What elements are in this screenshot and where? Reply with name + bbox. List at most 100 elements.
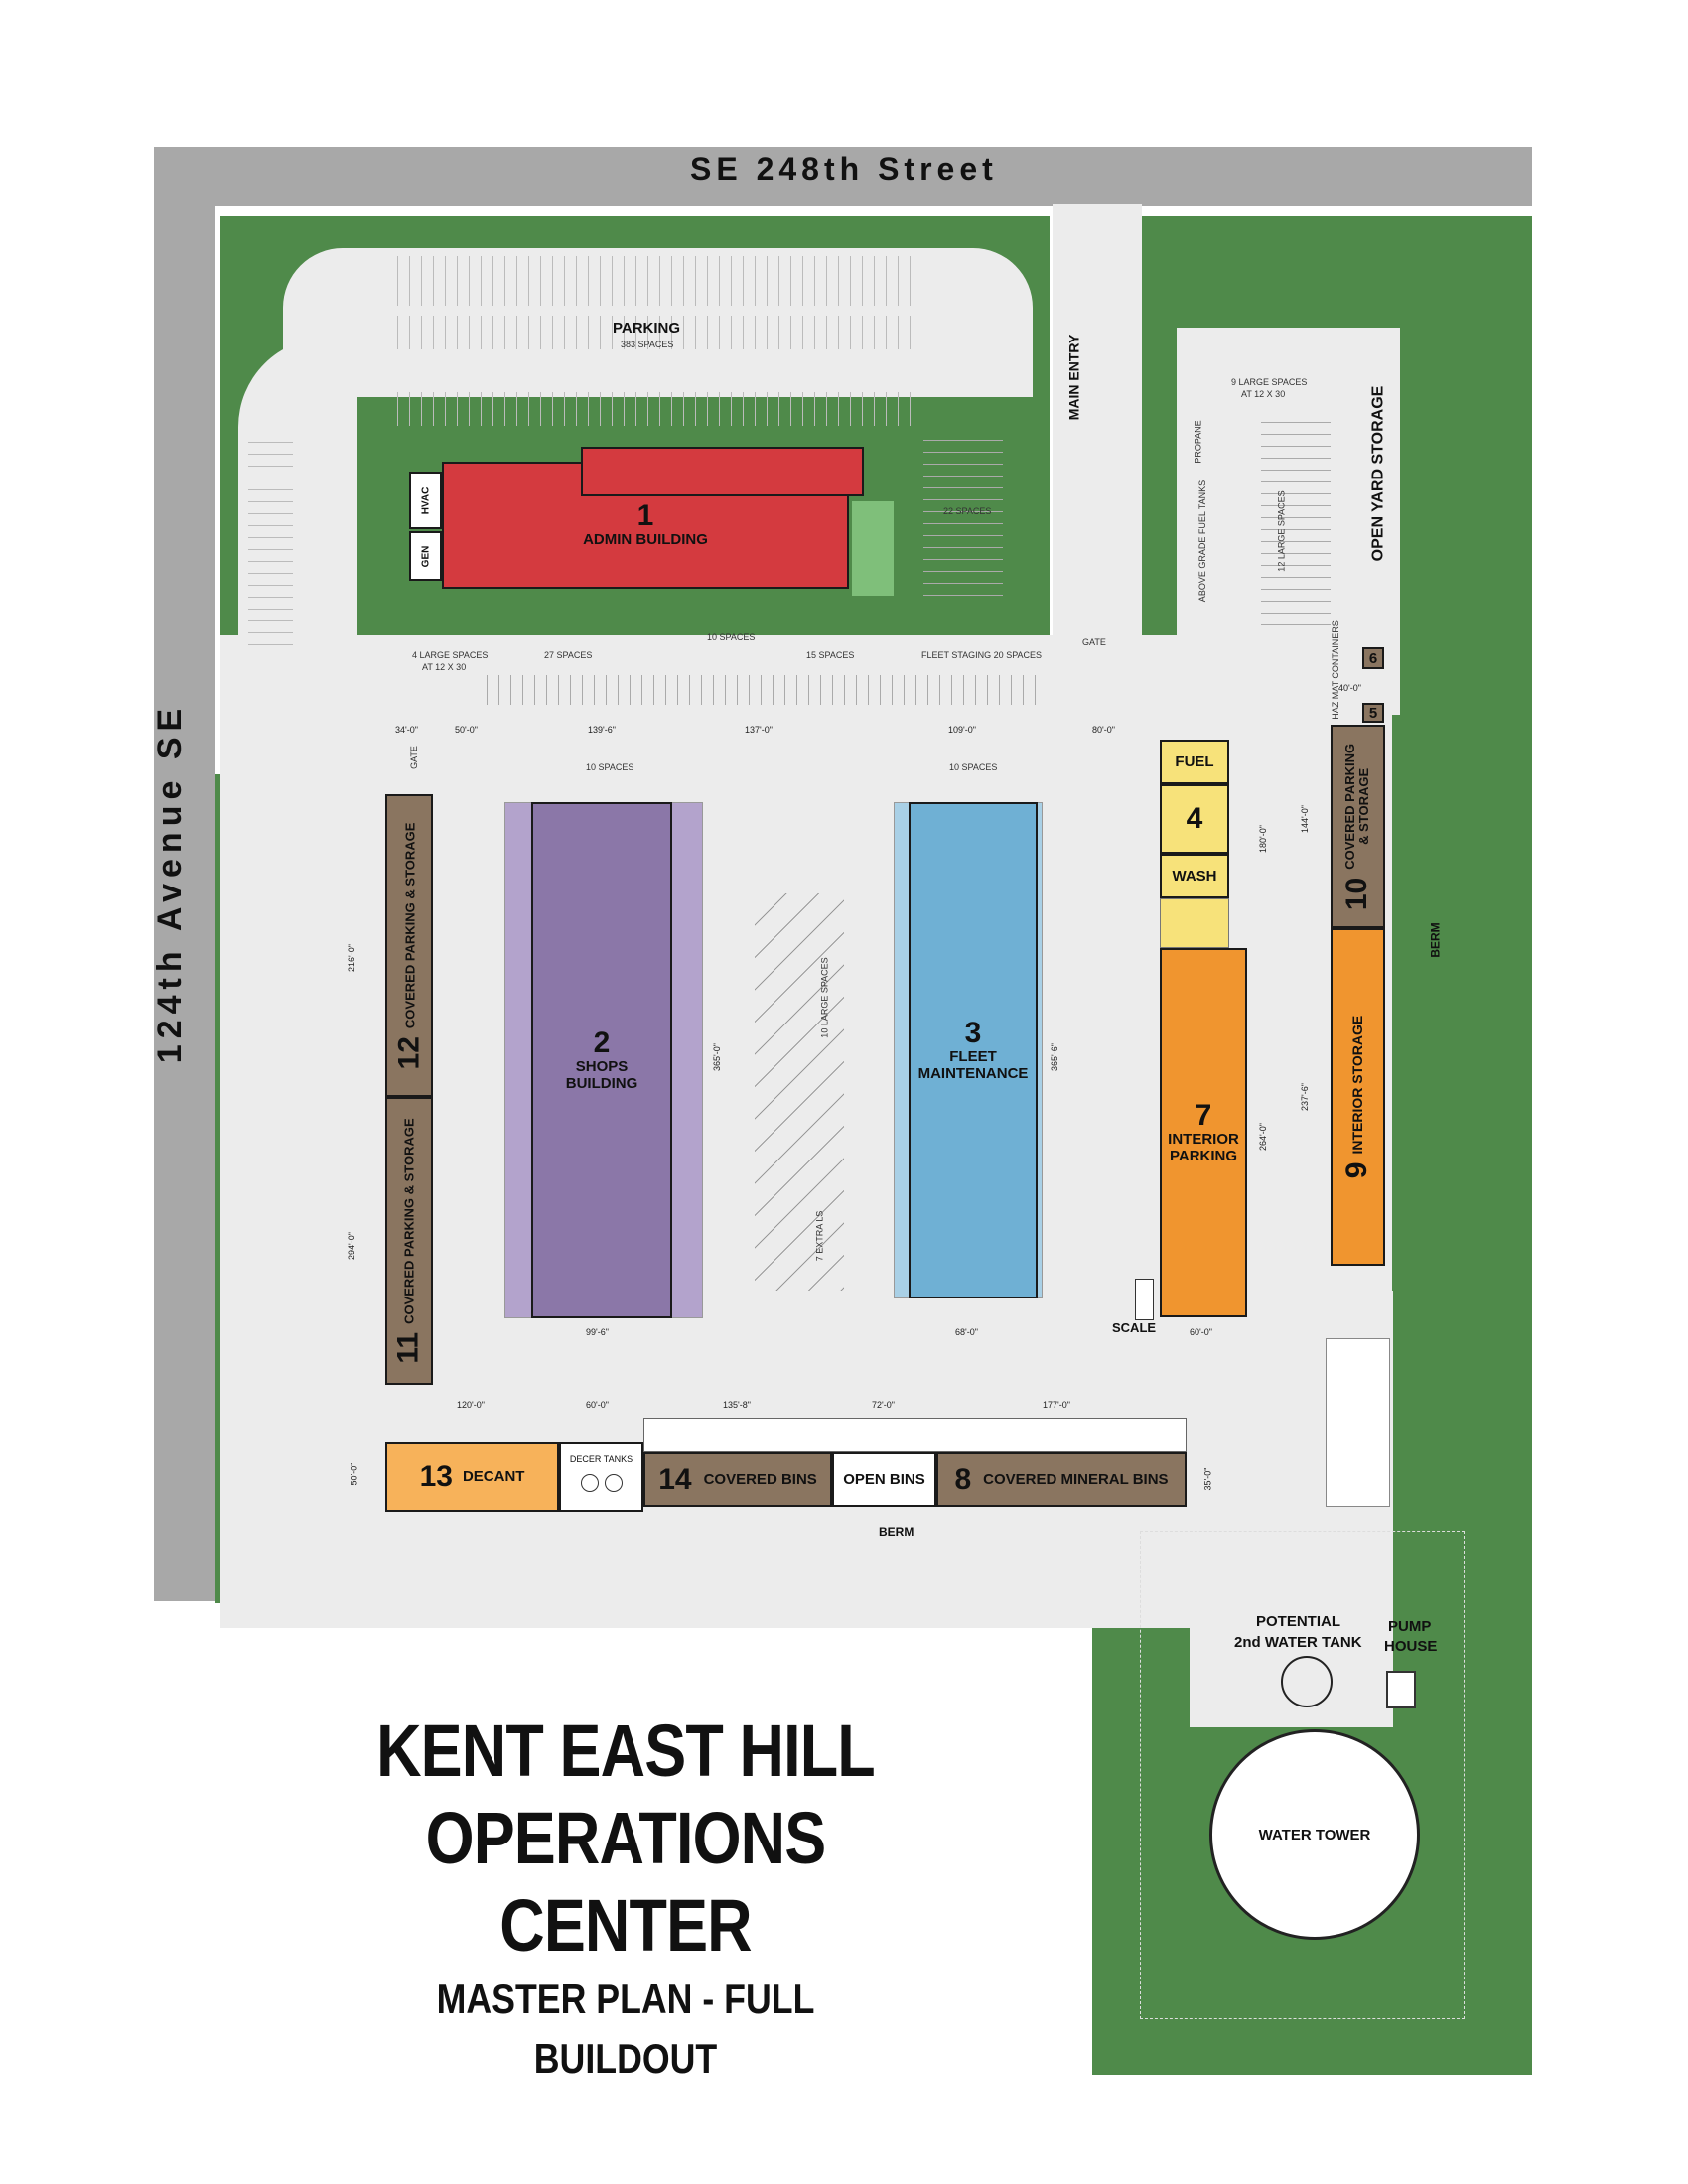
interior-parking-name-2: PARKING	[1169, 1148, 1238, 1164]
building-10-name-2: & STORAGE	[1356, 767, 1372, 845]
gate-left-label: GATE	[408, 746, 419, 769]
decer-tanks-label: DECER TANKS	[569, 1454, 633, 1464]
fleet-maintenance-number: 3	[964, 1016, 982, 1049]
dim-135: 135'-8"	[723, 1400, 751, 1410]
building-12-label: 12 COVERED PARKING & STORAGE	[392, 822, 426, 1069]
dim-237: 237'-6"	[1299, 1083, 1310, 1111]
admin-building-name: ADMIN BUILDING	[583, 531, 708, 549]
fleet-maintenance[interactable]: 3 FLEET MAINTENANCE	[909, 802, 1038, 1298]
wash-station[interactable]: WASH	[1160, 854, 1229, 898]
hvac-unit: HVAC	[409, 472, 442, 529]
covered-bins[interactable]: 14 COVERED BINS	[643, 1452, 832, 1507]
decer-tanks: DECER TANKS	[559, 1442, 643, 1512]
pump-house-label-2: HOUSE	[1384, 1638, 1438, 1655]
dim-109: 109'-0"	[948, 725, 976, 735]
parking-stripes-row-22	[923, 437, 1003, 596]
parking-stripes-top	[397, 256, 914, 306]
street-label-se-248th: SE 248th Street	[690, 151, 998, 187]
road-124th-ave	[154, 147, 215, 1601]
building-9-name: INTERIOR STORAGE	[1349, 1015, 1366, 1155]
dim-144: 144'-0"	[1299, 805, 1310, 833]
dim-68: 68'-0"	[955, 1327, 978, 1337]
berm-south-label: BERM	[879, 1525, 914, 1539]
dim-365b: 365'-6"	[1049, 1043, 1059, 1071]
building-12-number: 12	[392, 1035, 426, 1069]
building-11-label: 11 COVERED PARKING & STORAGE	[392, 1118, 425, 1363]
fleet-staging-label: FLEET STAGING 20 SPACES	[921, 650, 1043, 660]
interior-parking-number: 7	[1195, 1098, 1212, 1132]
dim-50: 50'-0"	[455, 725, 478, 735]
building-4[interactable]: 4	[1160, 784, 1229, 854]
spaces-10-fleet-label: 10 SPACES	[949, 762, 998, 772]
title-line-1: KENT EAST HILL	[376, 1709, 876, 1792]
interior-parking[interactable]: 7 INTERIOR PARKING	[1160, 948, 1247, 1317]
large-spaces-4-label: 4 LARGE SPACES	[412, 650, 489, 660]
parking-spaces-label: 383 SPACES	[621, 340, 674, 349]
water-tower[interactable]: WATER TOWER	[1209, 1729, 1420, 1940]
covered-mineral-bins[interactable]: 8 COVERED MINERAL BINS	[936, 1452, 1187, 1507]
gate-top-label: GATE	[1082, 637, 1106, 647]
open-bins[interactable]: OPEN BINS	[832, 1452, 936, 1507]
large-spaces-12-label: 12 LARGE SPACES	[1276, 490, 1287, 572]
water-tower-label: WATER TOWER	[1258, 1826, 1371, 1843]
admin-annex	[852, 501, 894, 596]
building-12-name: COVERED PARKING & STORAGE	[401, 822, 417, 1028]
dim-34: 34'-0"	[395, 725, 418, 735]
street-label-124th-ave: 124th Avenue SE	[151, 702, 190, 1064]
admin-building-upper-wing	[581, 447, 864, 496]
building-14-number: 14	[658, 1462, 692, 1496]
shops-building-name-1: SHOPS	[575, 1057, 629, 1075]
building-5[interactable]: 5	[1362, 703, 1384, 723]
utility-structures	[1326, 1338, 1390, 1507]
berm-east-label: BERM	[1428, 922, 1443, 958]
fleet-maintenance-name-2: MAINTENANCE	[917, 1065, 1029, 1082]
shops-building[interactable]: 2 SHOPS BUILDING	[531, 802, 672, 1318]
main-entry-label: MAIN ENTRY	[1065, 334, 1082, 421]
spaces-15-label: 15 SPACES	[806, 650, 855, 660]
road-se-248th	[154, 147, 1532, 206]
large-spaces-10-label: 10 LARGE SPACES	[819, 957, 830, 1038]
open-yard-storage-label: OPEN YARD STORAGE	[1369, 385, 1387, 562]
covered-parking-storage-11[interactable]: 11 COVERED PARKING & STORAGE	[385, 1097, 433, 1385]
large-spaces-9-size: AT 12 X 30	[1241, 389, 1286, 399]
hvac-label: HVAC	[420, 486, 431, 514]
extra-ls-7-label: 7 EXTRA LS	[814, 1210, 825, 1262]
covered-parking-storage-12[interactable]: 12 COVERED PARKING & STORAGE	[385, 794, 433, 1097]
building-11-name: COVERED PARKING & STORAGE	[401, 1118, 417, 1324]
dim-120: 120'-0"	[457, 1400, 485, 1410]
fuel-wash-apron	[1160, 898, 1229, 948]
parking-stripes-row-27	[487, 675, 1043, 705]
building-10-label: 10 COVERED PARKING & STORAGE	[1341, 743, 1374, 909]
title-subtitle: MASTER PLAN - FULL BUILDOUT	[436, 1976, 815, 2082]
decant-building[interactable]: 13 DECANT	[385, 1442, 559, 1512]
title-block: KENT EAST HILL OPERATIONS CENTER MASTER …	[298, 1707, 953, 2089]
interior-storage[interactable]: 9 INTERIOR STORAGE	[1331, 928, 1385, 1266]
diagonal-parking-stalls	[755, 893, 844, 1291]
parking-label: PARKING	[613, 320, 681, 337]
building-6[interactable]: 6	[1362, 647, 1384, 669]
building-9-number: 9	[1340, 1161, 1374, 1179]
dim-99: 99'-6"	[586, 1327, 609, 1337]
potential-water-tank[interactable]	[1281, 1656, 1333, 1707]
covered-parking-storage-10[interactable]: 10 COVERED PARKING & STORAGE	[1331, 725, 1385, 928]
parking-stripes-yard	[1261, 417, 1331, 625]
pump-house[interactable]	[1386, 1671, 1416, 1708]
building-8-number: 8	[954, 1462, 972, 1496]
dim-180: 180'-0"	[1257, 825, 1268, 853]
parking-stripes-low	[397, 392, 914, 426]
dim-60b: 60'-0"	[586, 1400, 609, 1410]
gen-label: GEN	[419, 545, 431, 567]
dim-60: 60'-0"	[1190, 1327, 1212, 1337]
scale-platform	[1135, 1279, 1154, 1320]
interior-parking-name-1: INTERIOR	[1168, 1130, 1239, 1148]
wash-label: WASH	[1172, 867, 1217, 885]
building-4-number: 4	[1186, 802, 1203, 835]
dim-177: 177'-0"	[1043, 1400, 1070, 1410]
large-spaces-9-label: 9 LARGE SPACES	[1231, 377, 1308, 387]
fuel-station[interactable]: FUEL	[1160, 740, 1229, 784]
spaces-27-label: 27 SPACES	[544, 650, 593, 660]
generator-unit: GEN	[409, 531, 442, 581]
berm-fence	[1140, 1531, 1465, 2019]
potential-tank-label-1: POTENTIAL	[1256, 1613, 1340, 1630]
spaces-22-label: 22 SPACES	[943, 506, 992, 516]
